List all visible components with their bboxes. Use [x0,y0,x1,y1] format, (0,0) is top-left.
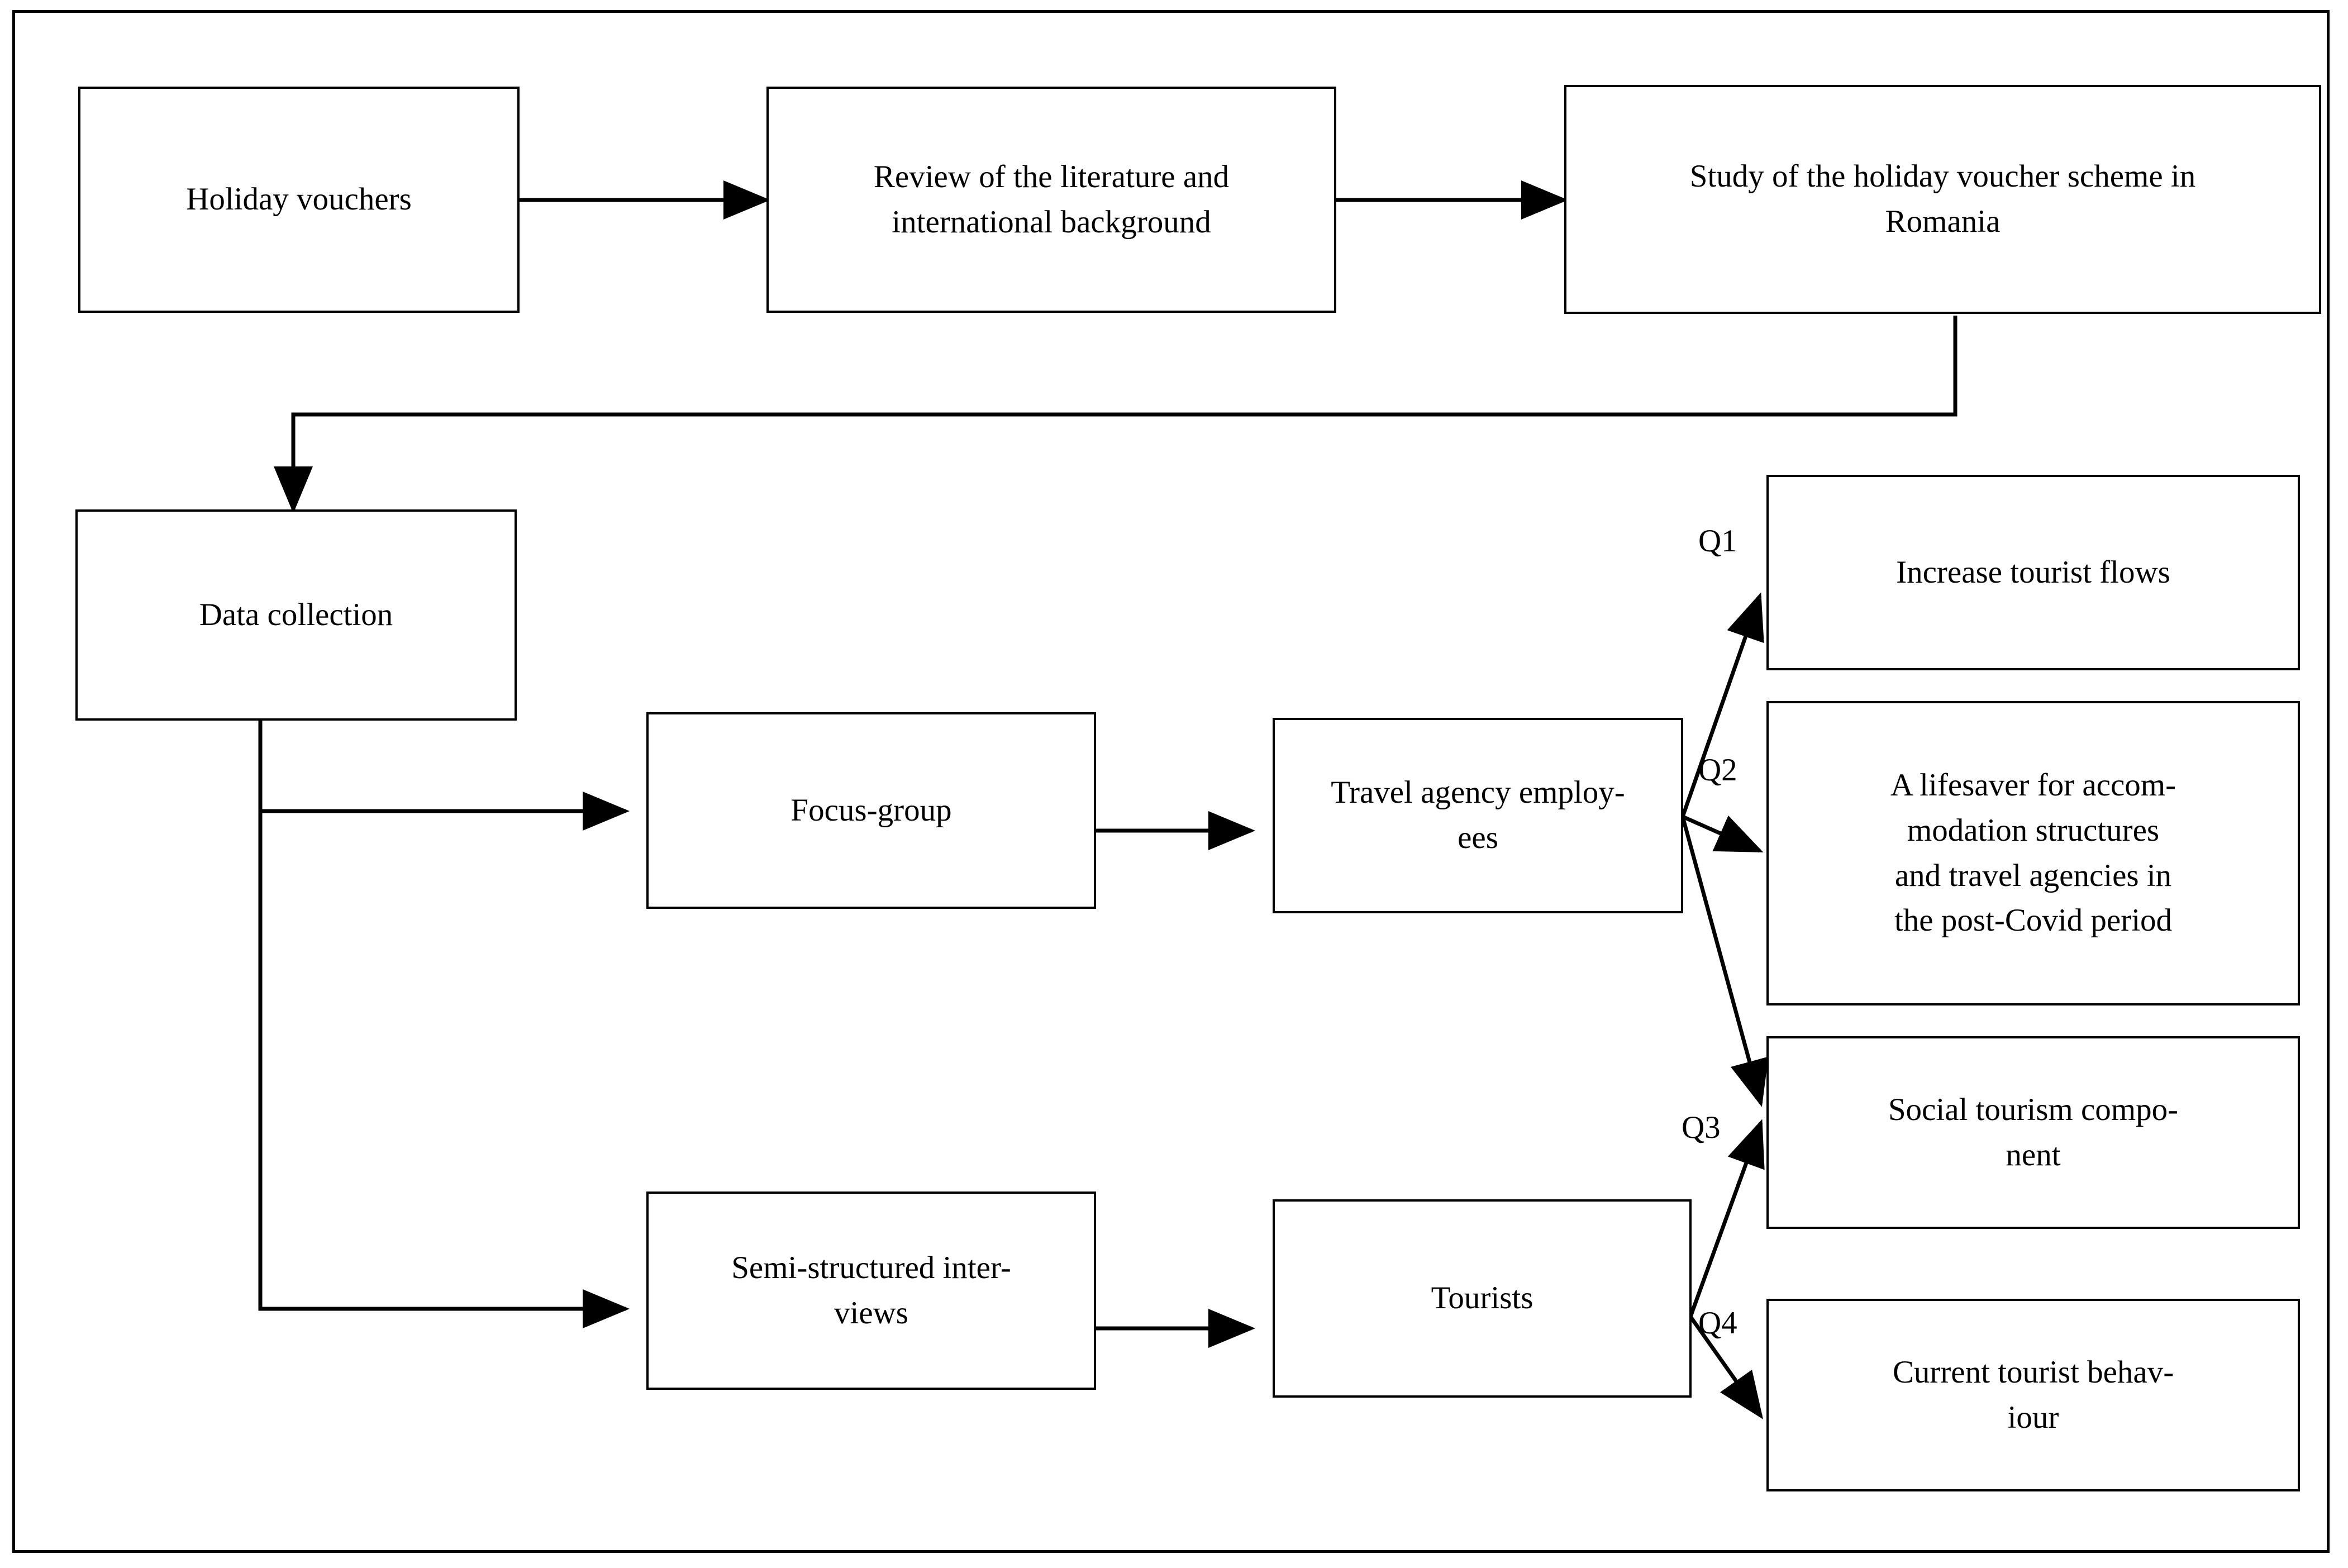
node-lifesaver-accommodation[interactable]: A lifesaver for accom- modation structur… [1766,701,2300,1005]
edge-label-q3: Q3 [1682,1110,1721,1145]
node-travel-agency-employees[interactable]: Travel agency employ- ees [1273,718,1683,913]
node-tourists[interactable]: Tourists [1273,1199,1692,1398]
node-study-romania[interactable]: Study of the holiday voucher scheme in R… [1564,85,2321,314]
node-social-tourism-component[interactable]: Social tourism compo- nent [1766,1036,2300,1229]
node-increase-tourist-flows[interactable]: Increase tourist flows [1766,475,2300,670]
node-data-collection[interactable]: Data collection [75,509,517,721]
node-current-tourist-behaviour[interactable]: Current tourist behav- iour [1766,1299,2300,1491]
node-holiday-vouchers[interactable]: Holiday vouchers [78,87,520,313]
node-literature-review[interactable]: Review of the literature and internation… [766,87,1336,313]
edge-label-q4: Q4 [1698,1305,1737,1341]
figure-border [12,10,2330,1553]
node-focus-group[interactable]: Focus-group [646,712,1096,909]
edge-label-q1: Q1 [1698,523,1737,559]
edge-label-q2: Q2 [1698,752,1737,788]
node-semi-structured-interviews[interactable]: Semi-structured inter- views [646,1192,1096,1390]
